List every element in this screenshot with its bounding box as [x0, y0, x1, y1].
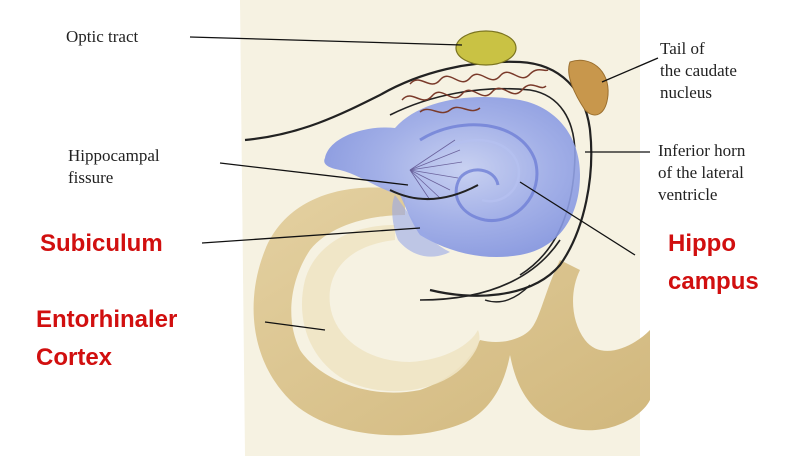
label-hippocampus-line1: Hippo	[668, 229, 736, 259]
optic-tract-shape	[456, 31, 516, 65]
label-inferior-horn-line2: of the lateral	[658, 162, 744, 183]
label-entorhinal-line1: Entorhinaler	[36, 305, 177, 335]
label-hippocampal-fissure-line1: Hippocampal	[68, 145, 160, 166]
label-tail-caudate-line2: the caudate	[660, 60, 737, 81]
label-inferior-horn-line3: ventricle	[658, 184, 717, 205]
label-hippocampus-line2: campus	[668, 267, 759, 297]
label-tail-caudate-line3: nucleus	[660, 82, 712, 103]
label-hippocampal-fissure-line2: fissure	[68, 167, 113, 188]
label-inferior-horn-line1: Inferior horn	[658, 140, 745, 161]
label-subiculum: Subiculum	[40, 229, 163, 259]
label-tail-caudate-line1: Tail of	[660, 38, 705, 59]
label-optic-tract: Optic tract	[66, 26, 138, 47]
label-entorhinal-line2: Cortex	[36, 343, 112, 373]
